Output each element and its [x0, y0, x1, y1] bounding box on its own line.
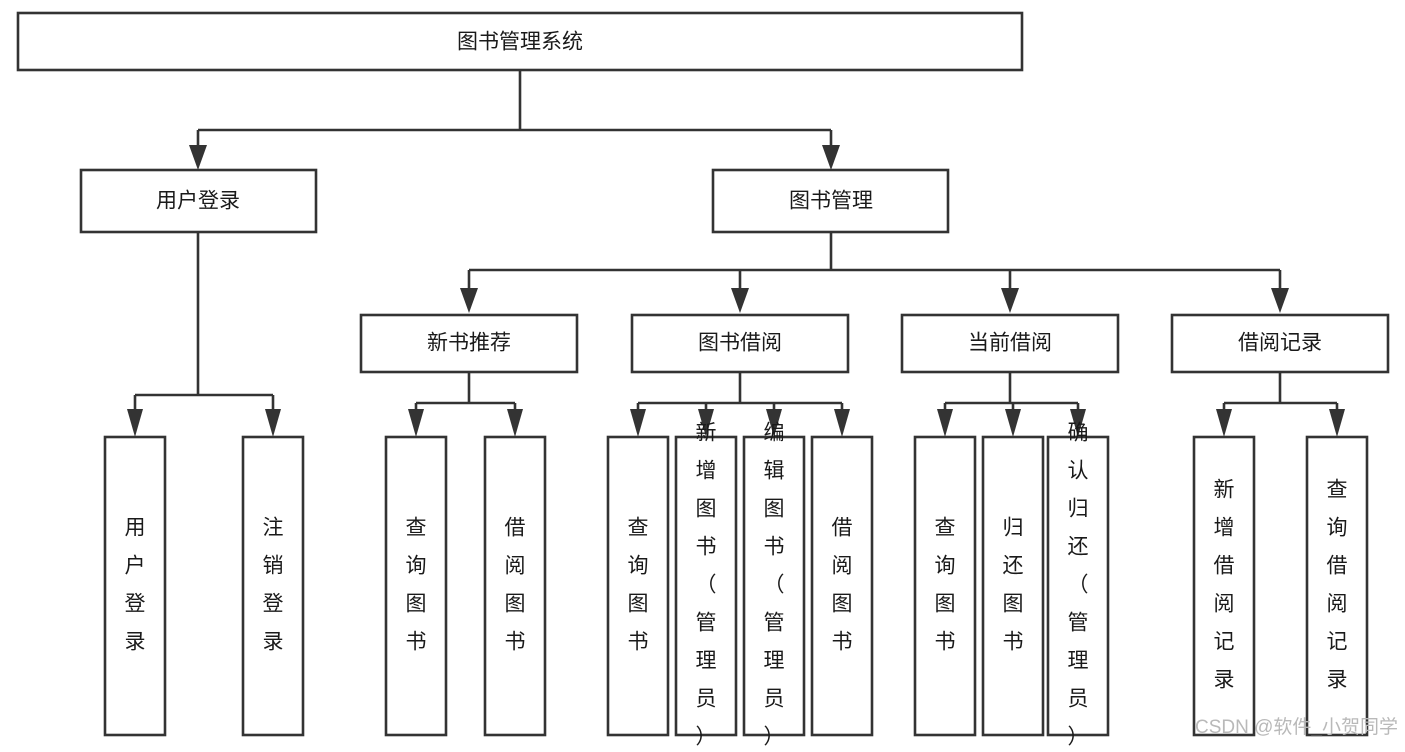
node-leaf-confirm-return[interactable]: 确认归还（管理员） — [1046, 422, 1110, 749]
node-book-borrow[interactable]: 图书借阅 — [630, 313, 850, 374]
node-current-borrow[interactable]: 当前借阅 — [900, 313, 1120, 374]
node-leaf-query-record-label: 查询借阅记录 — [1327, 479, 1348, 692]
node-book-borrow-box[interactable] — [630, 313, 850, 374]
node-leaf-return-book-label: 归还图书 — [1003, 517, 1024, 654]
node-root-label: 图书管理系统 — [457, 31, 583, 54]
node-leaf-borrow-book-2[interactable]: 借阅图书 — [810, 435, 874, 737]
node-root-box[interactable] — [16, 11, 1024, 72]
arrowhead-book-manage — [822, 145, 840, 170]
csdn-watermark: CSDN @软件_小贺同学 — [1195, 716, 1398, 738]
arrowhead-leaf-add-book — [698, 409, 714, 437]
node-new-book-rec-box[interactable] — [359, 313, 579, 374]
node-book-manage-box[interactable] — [711, 168, 950, 234]
node-leaf-user-login[interactable]: 用户登录 — [103, 435, 167, 737]
arrowhead-leaf-borrow-book-2 — [834, 409, 850, 437]
node-leaf-user-login-box[interactable] — [103, 435, 167, 737]
node-leaf-confirm-return-box[interactable] — [1046, 435, 1110, 737]
node-leaf-add-record-label: 新增借阅记录 — [1214, 479, 1235, 692]
node-leaf-query-record[interactable]: 查询借阅记录 — [1305, 435, 1369, 737]
node-leaf-query-book-3[interactable]: 查询图书 — [913, 435, 977, 737]
node-leaf-query-book-3-box[interactable] — [913, 435, 977, 737]
node-current-borrow-label: 当前借阅 — [968, 332, 1052, 355]
node-leaf-add-record-box[interactable] — [1192, 435, 1256, 737]
arrowhead-leaf-query-book-3 — [937, 409, 953, 437]
node-leaf-user-logout-box[interactable] — [241, 435, 305, 737]
node-leaf-add-book-label: 新增图书（管理员） — [696, 422, 717, 747]
node-leaf-add-record[interactable]: 新增借阅记录 — [1192, 435, 1256, 737]
node-borrow-record[interactable]: 借阅记录 — [1170, 313, 1390, 374]
node-book-manage[interactable]: 图书管理 — [711, 168, 950, 234]
node-leaf-query-book-1[interactable]: 查询图书 — [384, 435, 448, 737]
node-leaf-query-book-3-label: 查询图书 — [935, 517, 956, 654]
node-leaf-query-record-box[interactable] — [1305, 435, 1369, 737]
node-book-borrow-label: 图书借阅 — [698, 332, 782, 355]
node-leaf-borrow-book-2-box[interactable] — [810, 435, 874, 737]
node-leaf-user-logout[interactable]: 注销登录 — [241, 435, 305, 737]
node-leaf-query-book-1-label: 查询图书 — [406, 517, 427, 654]
node-leaf-add-book-box[interactable] — [674, 435, 738, 737]
node-user-login[interactable]: 用户登录 — [79, 168, 318, 234]
arrowhead-current-borrow — [1001, 288, 1019, 313]
arrowhead-leaf-add-record — [1216, 409, 1232, 437]
node-leaf-user-logout-label: 注销登录 — [263, 517, 284, 654]
arrowhead-leaf-return-book — [1005, 409, 1021, 437]
node-leaf-user-login-label: 用户登录 — [125, 517, 146, 654]
arrowhead-borrow-record — [1271, 288, 1289, 313]
node-new-book-rec-label: 新书推荐 — [427, 332, 511, 355]
node-leaf-query-book-1-box[interactable] — [384, 435, 448, 737]
node-new-book-rec[interactable]: 新书推荐 — [359, 313, 579, 374]
node-user-login-label: 用户登录 — [156, 190, 240, 213]
arrowhead-book-borrow — [731, 288, 749, 313]
node-user-login-box[interactable] — [79, 168, 318, 234]
node-leaf-borrow-book-1-box[interactable] — [483, 435, 547, 737]
node-leaf-return-book-box[interactable] — [981, 435, 1045, 737]
node-leaf-add-book[interactable]: 新增图书（管理员） — [674, 422, 738, 749]
node-leaf-edit-book-box[interactable] — [742, 435, 806, 737]
node-borrow-record-label: 借阅记录 — [1238, 332, 1322, 355]
node-leaf-query-book-2[interactable]: 查询图书 — [606, 435, 670, 737]
node-current-borrow-box[interactable] — [900, 313, 1120, 374]
node-book-manage-label: 图书管理 — [789, 190, 873, 213]
node-borrow-record-box[interactable] — [1170, 313, 1390, 374]
node-leaf-edit-book-label: 编辑图书（管理员） — [764, 422, 785, 747]
node-leaf-borrow-book-1-label: 借阅图书 — [505, 517, 526, 654]
arrowhead-leaf-borrow-book-1 — [507, 409, 523, 437]
arrowhead-leaf-query-book-1 — [408, 409, 424, 437]
arrowhead-leaf-query-record — [1329, 409, 1345, 437]
arrowhead-user-login — [189, 145, 207, 170]
node-leaf-return-book[interactable]: 归还图书 — [981, 435, 1045, 737]
arrowhead-leaf-query-book-2 — [630, 409, 646, 437]
node-leaf-borrow-book-2-label: 借阅图书 — [832, 517, 853, 654]
arrowhead-leaf-user-logout — [265, 409, 281, 437]
node-leaf-query-book-2-label: 查询图书 — [628, 517, 649, 654]
arrowhead-new-book-rec — [460, 288, 478, 313]
arrowhead-leaf-edit-book — [766, 409, 782, 437]
node-leaf-query-book-2-box[interactable] — [606, 435, 670, 737]
node-leaf-confirm-return-label: 确认归还（管理员） — [1068, 422, 1089, 747]
node-leaf-edit-book[interactable]: 编辑图书（管理员） — [742, 422, 806, 749]
edge-layer — [127, 70, 1345, 437]
node-root[interactable]: 图书管理系统 — [16, 11, 1024, 72]
arrowhead-leaf-user-login — [127, 409, 143, 437]
node-leaf-borrow-book-1[interactable]: 借阅图书 — [483, 435, 547, 737]
arrowhead-leaf-confirm-return — [1070, 409, 1086, 437]
